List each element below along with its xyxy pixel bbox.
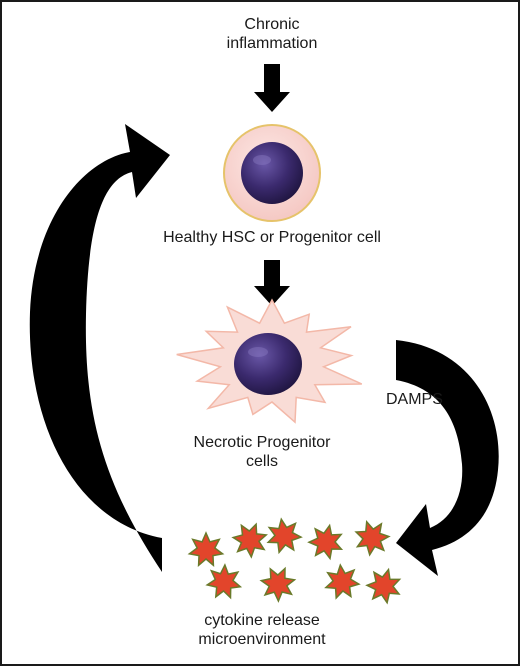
arrow-inflammation-to-cell xyxy=(254,64,290,112)
healthy-cell-label: Healthy HSC or Progenitor cell xyxy=(163,229,381,246)
chronic-inflammation-label: Chronic inflammation xyxy=(182,15,362,53)
cytokine-star-icon xyxy=(324,563,361,600)
feedback-arrow xyxy=(29,124,170,572)
cytokine-cluster xyxy=(187,517,402,605)
cytokine-star-icon xyxy=(365,567,402,605)
damps-arrow xyxy=(396,340,499,576)
necrotic-cell-icon xyxy=(176,298,363,424)
cytokine-star-icon xyxy=(231,522,268,559)
necrotic-cell-label: Necrotic Progenitor cells xyxy=(162,433,362,471)
cytokine-star-icon xyxy=(259,566,297,603)
cytokine-release-label: cytokine release microenvironment xyxy=(152,611,372,649)
necrotic-line-2: cells xyxy=(245,453,278,470)
arrow-healthy-to-necrotic xyxy=(254,260,290,306)
cytokine-star-icon xyxy=(266,517,303,555)
healthy-cell-icon xyxy=(223,124,321,222)
necrotic-line-1: Necrotic Progenitor xyxy=(193,434,331,451)
cytokine-star-icon xyxy=(205,563,243,600)
cytokine-star-icon xyxy=(307,523,344,561)
trigger-line-1: Chronic xyxy=(244,16,300,33)
cytokine-line-1: cytokine release xyxy=(204,612,320,629)
cytokine-star-icon xyxy=(354,520,391,557)
cytokine-star-icon xyxy=(187,531,225,567)
damps-label: DAMPS xyxy=(386,391,443,408)
cytokine-line-2: microenvironment xyxy=(198,631,326,648)
trigger-line-2: inflammation xyxy=(226,35,318,52)
